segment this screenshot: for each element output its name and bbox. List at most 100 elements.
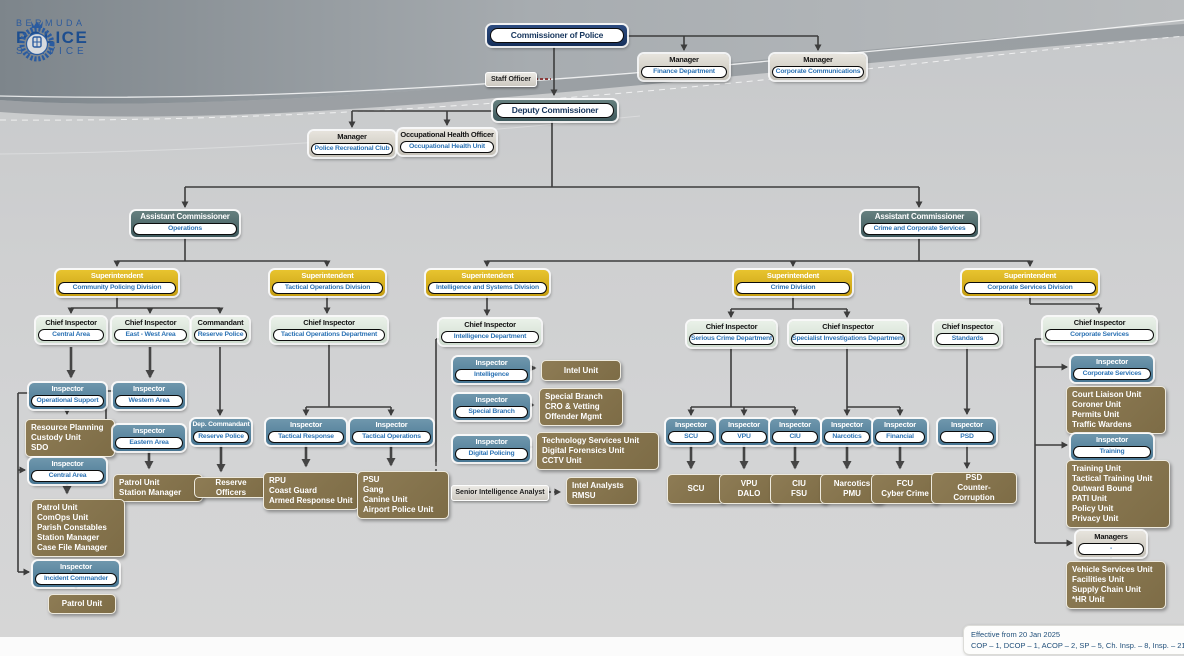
node-insp-eastern-area: Inspector Eastern Area <box>113 425 185 451</box>
node-insp-financial: Inspector Financial <box>873 419 927 445</box>
rank-label: Inspector <box>51 459 84 468</box>
unit-label: Tactical Response <box>268 431 344 443</box>
node-senior-intelligence-analyst: Senior Intelligence Analyst <box>451 485 549 501</box>
unit-label: Commissioner of Police <box>490 28 624 43</box>
node-ci-specialist-investigations: Chief Inspector Specialist Investigation… <box>789 321 907 347</box>
unit-label: Police Recreational Club <box>311 143 393 155</box>
rank-label: Inspector <box>884 420 916 429</box>
node-ci-intelligence: Chief Inspector Intelligence Department <box>439 319 541 345</box>
rank-label: Inspector <box>290 420 322 429</box>
node-deputy-commissioner: Deputy Commissioner <box>493 100 617 121</box>
node-ci-serious-crime: Chief Inspector Serious Crime Department <box>687 321 776 347</box>
unit-label: Corporate Services Division <box>964 282 1096 294</box>
rank-label: Inspector <box>1096 435 1128 444</box>
unit-label: Finance Department <box>641 66 727 78</box>
rank-label: Inspector <box>779 420 811 429</box>
rank-label: Manager <box>669 55 699 64</box>
rank-label: Inspector <box>728 420 760 429</box>
unit-box-resource-planning: Resource Planning Custody Unit SDO <box>25 419 115 457</box>
rank-label: Manager <box>337 132 367 141</box>
node-ci-central-area: Chief Inspector Central Area <box>36 317 106 343</box>
node-sup-intelligence-systems: Superintendent Intelligence and Systems … <box>426 270 549 296</box>
rank-label: Inspector <box>51 384 84 393</box>
unit-label: PSD <box>940 431 994 443</box>
node-sup-corporate-services: Superintendent Corporate Services Divisi… <box>962 270 1098 296</box>
unit-label: Serious Crime Department <box>689 333 774 345</box>
rank-label: Dep. Commandant <box>192 421 250 428</box>
rank-label: Inspector <box>475 358 508 367</box>
unit-label: Tactical Operations Division <box>272 282 383 294</box>
unit-box-patrol-station: Patrol Unit Station Manager <box>113 474 203 502</box>
node-insp-intelligence: Inspector Intelligence <box>453 357 530 383</box>
node-insp-corporate-services: Inspector Corporate Services <box>1071 356 1153 382</box>
unit-label: Western Area <box>115 395 183 407</box>
rank-label: Superintendent <box>90 271 144 280</box>
node-insp-vpu: Inspector VPU <box>719 419 769 445</box>
unit-box-ciu-fsu: CIU FSU <box>770 474 828 504</box>
unit-label: Corporate Services <box>1045 329 1154 341</box>
rank-label: Commandant <box>197 318 244 327</box>
node-insp-incident-commander: Inspector Incident Commander <box>33 561 119 587</box>
unit-label: SCU <box>668 431 714 443</box>
unit-label: Operations <box>133 223 237 235</box>
rank-label: Occupational Health Officer <box>400 130 494 139</box>
unit-label: - <box>1078 543 1144 555</box>
unit-label: Narcotics <box>824 431 870 443</box>
node-insp-psd: Inspector PSD <box>938 419 996 445</box>
unit-label: CIU <box>772 431 818 443</box>
unit-box-patrol-unit: Patrol Unit <box>48 594 116 614</box>
unit-label: Training <box>1073 446 1151 458</box>
unit-label: East - West Area <box>114 329 187 341</box>
rank-label: Chief Inspector <box>464 320 516 329</box>
unit-label: Digital Policing <box>455 448 528 460</box>
logo-text-bermuda: BERMUDA <box>16 18 86 28</box>
rank-label: Chief Inspector <box>705 322 758 331</box>
rank-label: Superintendent <box>461 271 514 280</box>
rank-label: Inspector <box>1096 357 1128 366</box>
unit-label: Deputy Commissioner <box>496 103 614 118</box>
unit-box-intel-analysts: Intel Analysts RMSU <box>566 477 638 505</box>
unit-box-intel-unit: Intel Unit <box>541 360 621 381</box>
node-sup-tactical-operations: Superintendent Tactical Operations Divis… <box>270 270 385 296</box>
rank-label: Inspector <box>675 420 707 429</box>
node-ci-corporate-services: Chief Inspector Corporate Services <box>1043 317 1156 343</box>
unit-label: Standards <box>936 333 999 345</box>
unit-label: Central Area <box>31 470 104 482</box>
node-ci-standards: Chief Inspector Standards <box>934 321 1001 347</box>
unit-box-rpu: RPU Coast Guard Armed Response Unit <box>263 472 359 510</box>
unit-box-vpu-dalo: VPU DALO <box>719 474 779 504</box>
unit-box-fcu-cyber-crime: FCU Cyber Crime <box>871 474 939 504</box>
node-commandant-reserve-police: Commandant Reserve Police <box>192 317 249 343</box>
node-insp-ciu: Inspector CIU <box>770 419 820 445</box>
unit-label: Financial <box>875 431 925 443</box>
unit-label: Reserve Police <box>193 431 249 443</box>
rank-label: Inspector <box>133 384 165 393</box>
node-ac-operations: Assistant Commissioner Operations <box>131 211 239 237</box>
unit-label: Community Policing Division <box>58 282 176 294</box>
rank-label: Inspector <box>831 420 863 429</box>
node-manager-recreational-club: Manager Police Recreational Club <box>309 131 395 157</box>
unit-label: Intelligence <box>455 369 528 381</box>
rank-label: Inspector <box>375 420 408 429</box>
node-ci-east-west-area: Chief Inspector East - West Area <box>112 317 189 343</box>
legend-counts: COP – 1, DCOP – 1, ACOP – 2, SP – 5, Ch.… <box>971 641 1184 650</box>
unit-label: Tactical Operations Department <box>273 329 385 341</box>
unit-label: Corporate Communications <box>772 66 864 78</box>
rank-label: Assistant Commissioner <box>140 212 230 221</box>
node-insp-western-area: Inspector Western Area <box>113 383 185 409</box>
unit-label: Crime and Corporate Services <box>863 223 976 235</box>
rank-label: Managers <box>1094 532 1128 541</box>
rank-label: Chief Inspector <box>941 322 994 331</box>
node-insp-tactical-operations: Inspector Tactical Operations <box>350 419 433 445</box>
rank-label: Inspector <box>133 426 165 435</box>
node-staff-officer: Staff Officer <box>485 72 537 87</box>
rank-label: Chief Inspector <box>303 318 355 327</box>
rank-label: Assistant Commissioner <box>874 212 965 221</box>
node-manager-corporate-communications: Manager Corporate Communications <box>770 54 866 80</box>
rank-label: Inspector <box>951 420 983 429</box>
rank-label: Inspector <box>475 395 508 404</box>
rank-label: Superintendent <box>301 271 354 280</box>
